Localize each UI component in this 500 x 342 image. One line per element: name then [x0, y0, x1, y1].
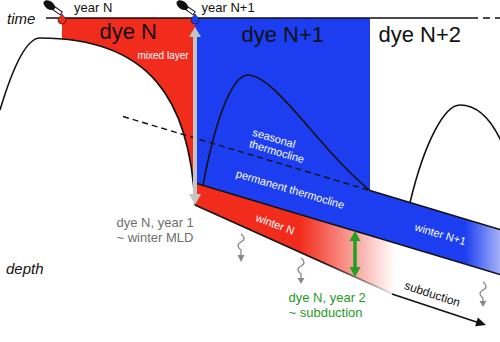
year-label: year N+1: [202, 1, 255, 14]
dye-title: dye N: [100, 19, 157, 44]
dropper-bulb: [175, 0, 190, 12]
arrow-head: [238, 255, 245, 262]
arrow-label: subduction: [402, 279, 461, 310]
annotation: dye N, year 1 ~ winter MLD: [117, 216, 200, 246]
mixing-squiggle: [298, 258, 304, 278]
dye-title: dye N+1: [242, 22, 325, 47]
dye-region: dye N mixed layer winter N: [62, 18, 405, 300]
dye-patch: [195, 18, 500, 275]
mixing-squiggle: [238, 234, 244, 255]
year-label: year N: [74, 1, 112, 14]
arrow-head: [475, 318, 486, 327]
mixed-layer-depth-curve: [410, 105, 500, 203]
dye-drop: [58, 14, 66, 24]
layer-label: winter N: [254, 211, 296, 237]
dye-region: dye N+1 seasonal thermoclinepermanent the…: [195, 18, 500, 275]
dropper: [175, 0, 197, 17]
arrow-head: [480, 301, 487, 307]
dye-patch: [62, 18, 405, 300]
dropper: [42, 0, 64, 17]
axis-label: depth: [6, 260, 44, 277]
layer-label: mixed layer: [138, 50, 189, 62]
axis-label: time: [7, 10, 35, 27]
mixing-squiggle: [480, 282, 486, 301]
dropper-bulb: [42, 0, 57, 12]
dye-drop: [191, 14, 199, 24]
depth-arrow-shaft: [193, 36, 197, 195]
layer-label: permanent thermocline: [234, 167, 345, 211]
dye-title: dye N+2: [379, 22, 462, 47]
arrow-head: [298, 278, 305, 284]
layer-label: seasonal thermocline: [248, 126, 312, 166]
layer-label: winter N+1: [413, 220, 467, 247]
annotation: dye N, year 2 ~ subduction: [289, 291, 372, 321]
time-axis-continuation: [483, 17, 500, 19]
subduction-depth-shaft: [353, 240, 357, 268]
